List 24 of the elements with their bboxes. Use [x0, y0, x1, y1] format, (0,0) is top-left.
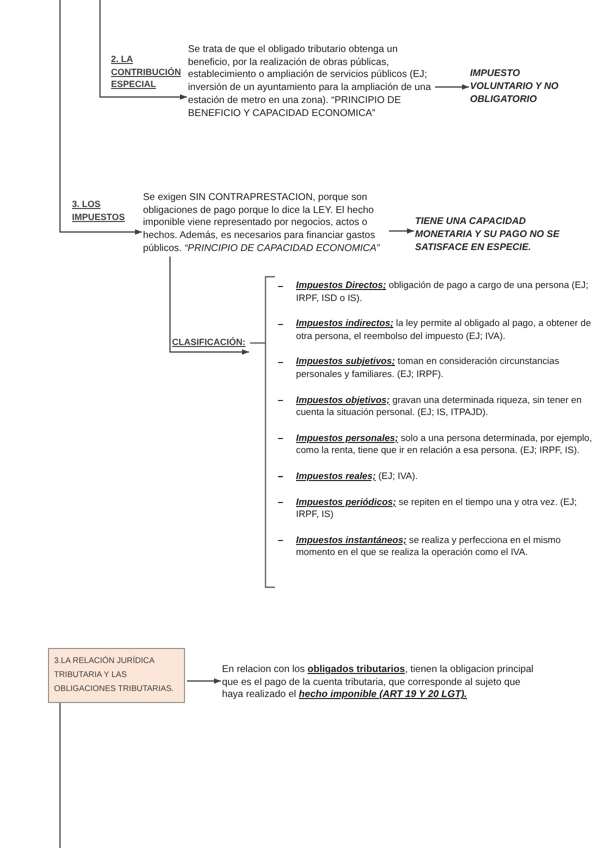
paragraph: Se trata de que el obligado tributario obtenga un beneficio, por la realización de obras públicas, establecimiento o ampliación de servicios públicos (EJ; inversión de un ayuntamiento para la ampliación de una estación de metro en una zona). “PRINCIPIO DE BENEFICIO Y CAPACIDAD ECONOMICA”	[188, 44, 433, 120]
arrow	[389, 228, 414, 234]
list-item: Impuestos reales; (EJ; IVA).	[296, 470, 418, 483]
arrow	[187, 678, 221, 684]
edge-label: 3. LOS IMPUESTOS	[72, 198, 126, 223]
list-item: Impuestos indirectos; la ley permite al obligado al pago, a obtener de otra persona, el reembolso del impuesto (EJ; IVA).	[296, 317, 592, 342]
paragraph: En relacion con los obligados tributarios, tienen la obligacion principal que es el pago de la cuenta tributaria, que corresponde al sujeto que haya realizado el hecho imponible (ART 19 Y 20 LGT).	[222, 664, 544, 702]
list-item: Impuestos subjetivos; toman en consideración circunstancias personales y familiares. (EJ; IRPF).	[296, 355, 560, 381]
list-item: Impuestos instantáneos; se realiza y perfecciona en el mismo momento en el que se realiza la operación como el IVA.	[296, 534, 562, 559]
arrow	[435, 84, 469, 90]
note-text: IMPUESTO VOLUNTARIO Y NO OBLIGATORIO	[470, 67, 570, 106]
note-text: TIENE UNA CAPACIDAD MONETARIA Y SU PAGO NO SE SATISFACE EN ESPECIE.	[415, 215, 580, 254]
connector-line	[59, 703, 61, 848]
arrow	[169, 256, 249, 355]
list-item: Impuestos periódicos; se repiten en el tiempo una y otra vez. (EJ; IRPF, IS)	[296, 496, 578, 521]
edge-label: CLASIFICACIÓN:	[172, 336, 246, 348]
list-item: Impuestos Directos; obligación de pago a cargo de una persona (EJ; IRPF, ISD o IS).	[296, 279, 590, 304]
title-box: 3.LA RELACIÓN JURÍDICA TRIBUTARIA Y LAS OBLIGACIONES TRIBUTARIAS.	[48, 648, 185, 703]
list-item: Impuestos personales; solo a una persona determinada, por ejemplo, como la renta, tiene que ir en relación a esa persona. (EJ; IRPF, IS).	[296, 432, 593, 457]
arrow	[99, 0, 187, 100]
arrow	[59, 0, 142, 235]
edge-label: 2. LA CONTRIBUCIÓN ESPECIAL	[111, 53, 182, 90]
paragraph: Se exigen SIN CONTRAPRESTACION, porque son obligaciones de pago porque lo dice la LEY. El hecho imponible viene representado por negocios, actos o hechos. Además, es necesarios para financiar gastos públicos. “PRINCIPIO DE CAPACIDAD ECONOMICA”	[143, 192, 387, 256]
list-item: Impuestos objetivos; gravan una determinada riqueza, sin tener en cuenta la situación personal. (EJ; IS, ITPAJD).	[296, 394, 583, 419]
